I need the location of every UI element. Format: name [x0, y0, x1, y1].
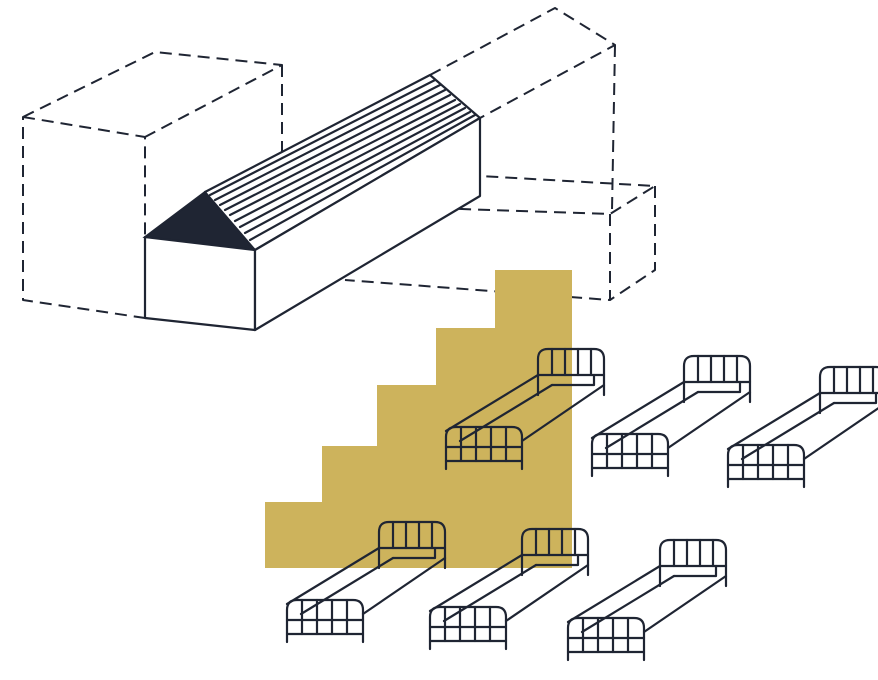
house: [142, 73, 482, 332]
roof-stripes: [208, 78, 477, 242]
bed-6: [566, 538, 728, 662]
stair-shape: [265, 270, 572, 568]
bed-2: [590, 354, 752, 478]
dashed-top-right-block: [429, 7, 616, 211]
